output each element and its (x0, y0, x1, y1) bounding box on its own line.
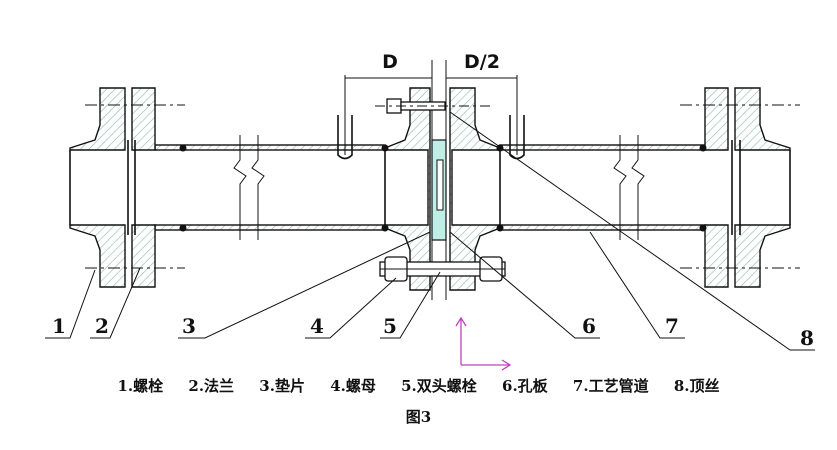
legend-item: 2.法兰 (188, 377, 235, 395)
orifice-flange-downstream (449, 87, 501, 291)
orifice-flange-upstream (384, 87, 431, 291)
legend-item: 5.双头螺栓 (401, 377, 477, 395)
legend-item: 8.顶丝 (673, 377, 720, 395)
pipe-break-right (613, 135, 645, 240)
callout-1: 1 (52, 314, 66, 338)
legend-item: 4.螺母 (330, 377, 376, 395)
dimension-D-label: D (382, 51, 398, 73)
parts-legend: 1.螺栓 2.法兰 3.垫片 4.螺母 5.双头螺栓 6.孔板 7.工艺管道 8… (0, 375, 837, 396)
callout-8: 8 (800, 326, 814, 350)
orifice-plate (431, 60, 447, 300)
callout-6: 6 (582, 314, 596, 338)
stud-bolt (379, 256, 506, 282)
jack-screw (375, 98, 490, 114)
flange-pair-right (680, 87, 800, 288)
figure-caption: 图3 (405, 408, 432, 426)
callout-7: 7 (665, 314, 679, 338)
callout-5: 5 (383, 314, 397, 338)
callout-2: 2 (95, 314, 109, 338)
legend-item: 1.螺栓 (117, 377, 164, 395)
pressure-tap-upstream (337, 115, 353, 160)
flange-pair-left (69, 87, 185, 288)
weld-points (179, 144, 707, 232)
legend-item: 6.孔板 (502, 377, 548, 395)
axis-marker (455, 316, 512, 371)
pressure-tap-downstream (509, 115, 525, 160)
legend-item: 3.垫片 (259, 377, 305, 395)
legend-item: 7.工艺管道 (572, 377, 649, 395)
callout-4: 4 (310, 314, 324, 338)
leader-lines (45, 111, 815, 351)
dimension-D: D (344, 51, 432, 118)
dimension-D-half: D/2 (446, 51, 518, 118)
callout-3: 3 (182, 314, 196, 338)
dimension-D-half-label: D/2 (464, 51, 500, 73)
pipe-break-left (233, 135, 265, 240)
